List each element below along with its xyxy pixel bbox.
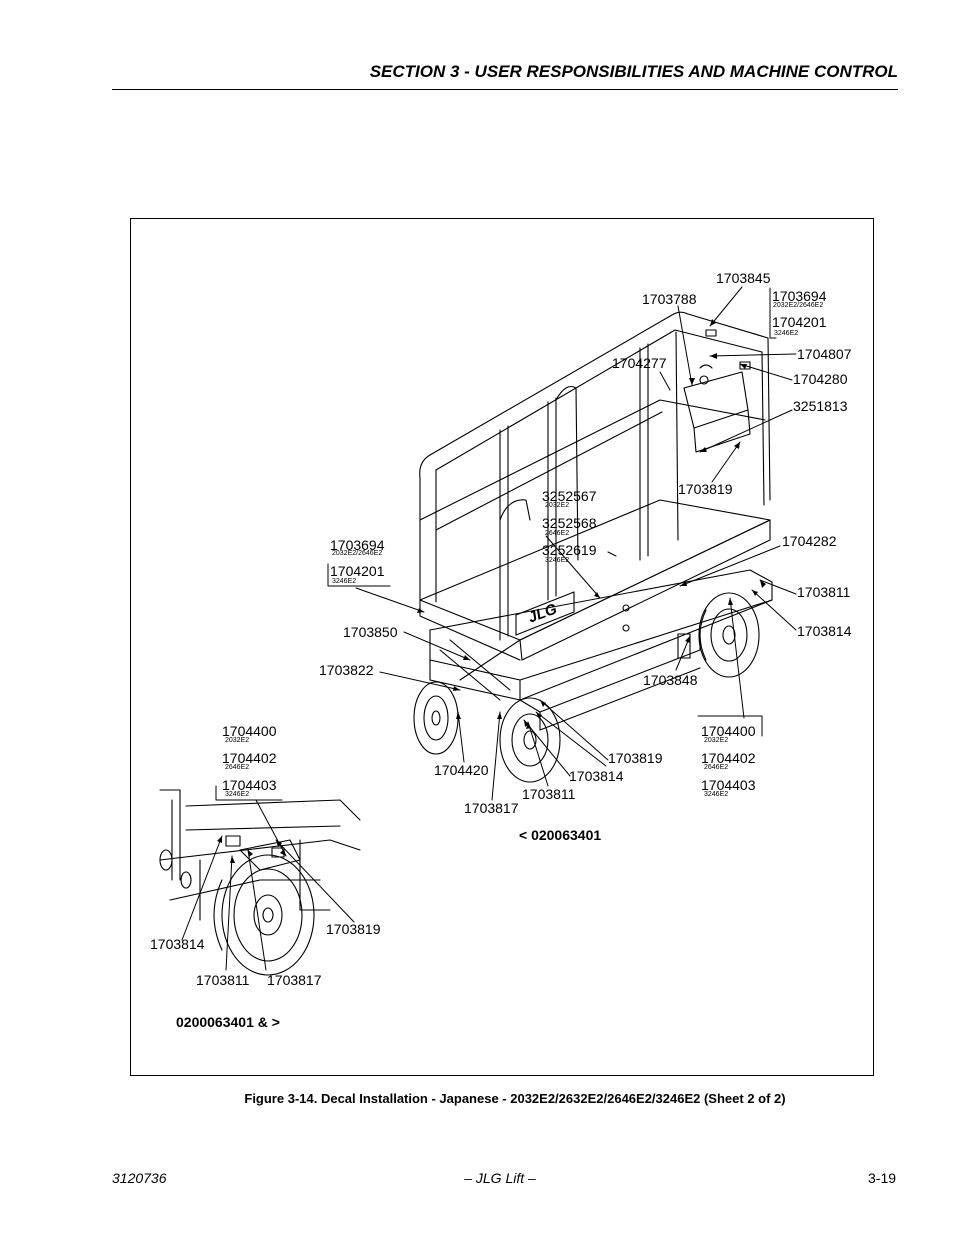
callout-1703817-inset: 1703817 [267, 972, 322, 988]
callout-1704201-top: 1704201 [772, 314, 827, 330]
callout-1703845: 1703845 [716, 270, 771, 286]
callout-3252568: 3252568 [542, 515, 597, 531]
model-note-2032-2646-left: 2032E2/2646E2 [332, 550, 383, 557]
callout-1704400-right: 1704400 [701, 723, 756, 739]
callout-1703814-right: 1703814 [797, 623, 852, 639]
model-note-3246-right: 3246E2 [704, 791, 729, 798]
model-note-3246-a: 3246E2 [545, 557, 570, 564]
callout-1704402-left: 1704402 [222, 750, 277, 766]
callout-1703811-right: 1703811 [797, 584, 851, 600]
model-note-3246-top: 3246E2 [774, 330, 799, 337]
callout-1703822: 1703822 [319, 662, 374, 678]
chassis-art [429, 569, 773, 731]
callout-1704403-right: 1704403 [701, 777, 756, 793]
callout-1703817-bottom: 1703817 [464, 800, 519, 816]
footer-center: – JLG Lift – [464, 1170, 536, 1186]
callout-1703811-inset: 1703811 [196, 972, 250, 988]
callout-1703819-inset: 1703819 [326, 921, 381, 937]
callout-1703694-left: 1703694 [330, 537, 385, 553]
callout-1703814-bottom: 1703814 [569, 768, 624, 784]
callout-1703811-bottom: 1703811 [522, 786, 576, 802]
model-note-2646-left: 2646E2 [225, 764, 250, 771]
serial-range-before: < 020063401 [519, 827, 602, 843]
leader-lines [181, 286, 797, 971]
figure-caption: Figure 3-14. Decal Installation - Japane… [244, 1091, 786, 1106]
leader-arrowheads [217, 319, 766, 863]
callout-1703814-inset: 1703814 [150, 936, 205, 952]
model-note-2646-a: 2646E2 [545, 530, 570, 537]
callout-3252619: 3252619 [542, 542, 597, 558]
model-note-2032-2646-top: 2032E2/2646E2 [773, 302, 824, 309]
callout-1704403-left: 1704403 [222, 777, 277, 793]
model-note-2032-a: 2032E2 [545, 502, 570, 509]
callout-1703819-mid: 1703819 [678, 481, 733, 497]
callout-1704402-right: 1704402 [701, 750, 756, 766]
callout-1704201-left: 1704201 [330, 563, 385, 579]
wheels-art [413, 592, 760, 783]
section-header: SECTION 3 - USER RESPONSIBILITIES AND MA… [369, 62, 898, 81]
callout-1704400-left: 1704400 [222, 723, 277, 739]
model-note-2032-left: 2032E2 [225, 737, 250, 744]
callout-3251813: 3251813 [793, 398, 848, 414]
model-note-3246-left-b: 3246E2 [225, 791, 250, 798]
figure-frame [130, 218, 874, 1076]
doc-number: 3120736 [112, 1170, 167, 1186]
callout-1704280: 1704280 [793, 371, 848, 387]
callout-1704277: 1704277 [612, 355, 667, 371]
model-note-2646-right: 2646E2 [704, 764, 729, 771]
callout-1704807: 1704807 [797, 346, 852, 362]
callout-1703850: 1703850 [343, 624, 398, 640]
callout-1703788: 1703788 [642, 291, 697, 307]
guardrail-art [419, 311, 771, 661]
serial-range-after: 0200063401 & > [176, 1014, 280, 1030]
page-number: 3-19 [868, 1170, 897, 1186]
callout-1703694-top: 1703694 [772, 288, 827, 304]
callout-1703848: 1703848 [643, 672, 698, 688]
header-rule [112, 89, 898, 90]
inset-art [159, 789, 361, 976]
callout-1703819-bottom: 1703819 [608, 750, 663, 766]
model-note-3246-left: 3246E2 [332, 578, 357, 585]
model-note-2032-right: 2032E2 [704, 737, 729, 744]
callout-1704420: 1704420 [434, 762, 489, 778]
callout-3252567: 3252567 [542, 488, 597, 504]
callout-1704282: 1704282 [782, 533, 837, 549]
